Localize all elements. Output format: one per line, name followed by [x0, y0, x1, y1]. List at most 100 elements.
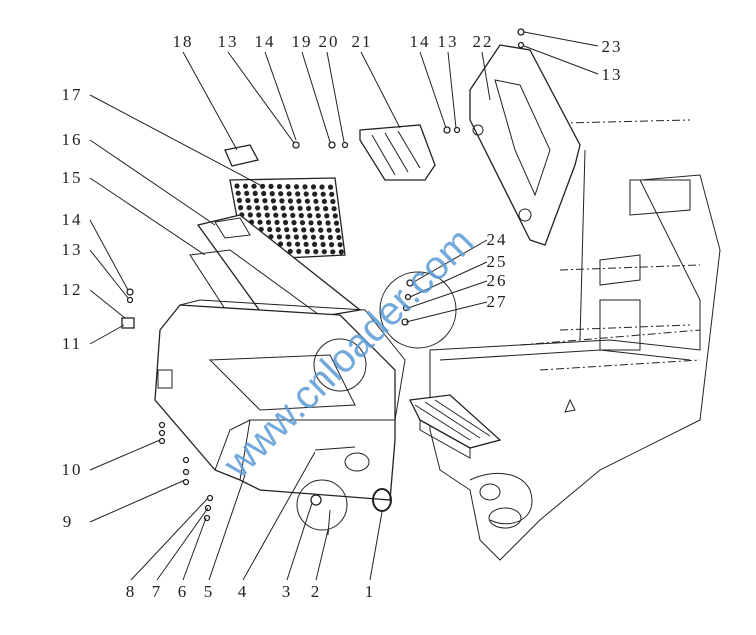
- callout-label: 14: [255, 32, 276, 51]
- callout-label: 20: [319, 32, 340, 51]
- callout-label: 18: [173, 32, 194, 51]
- callout-label: 6: [178, 582, 189, 601]
- perforation-hole: [295, 191, 301, 197]
- perforation-hole: [323, 206, 329, 212]
- callout-label: 8: [126, 582, 137, 601]
- perforation-hole: [264, 212, 270, 218]
- perforation-hole: [263, 205, 269, 211]
- perforation-hole: [262, 198, 268, 204]
- perforation-hole: [314, 205, 320, 212]
- perforation-hole: [313, 249, 319, 255]
- panel-18: [224, 144, 259, 167]
- callout-label: 10: [62, 460, 83, 479]
- callout-label: 19: [292, 32, 313, 51]
- callout-label: 21: [352, 32, 373, 51]
- perforation-hole: [320, 241, 326, 248]
- perforation-hole: [242, 183, 249, 189]
- perforation-hole: [265, 219, 272, 225]
- perforation-hole: [286, 241, 292, 247]
- perforation-hole: [253, 198, 259, 204]
- perforation-hole: [296, 198, 302, 204]
- perforation-hole: [238, 205, 244, 211]
- perforation-hole: [285, 234, 291, 240]
- callout-label: 26: [487, 271, 508, 290]
- perforation-hole: [338, 249, 344, 255]
- perforation-hole: [290, 212, 296, 218]
- callout-label: 25: [487, 252, 508, 271]
- perforation-hole: [319, 184, 325, 190]
- machine-frame: [429, 119, 721, 561]
- callout-label: 13: [62, 240, 83, 259]
- perforation-hole: [267, 226, 273, 233]
- perforation-hole: [270, 198, 276, 204]
- perforation-hole: [295, 241, 301, 247]
- perforation-hole: [235, 190, 241, 196]
- callout-label: 13: [438, 32, 459, 51]
- perforation-hole: [287, 198, 293, 204]
- perforation-hole: [330, 249, 336, 255]
- callout-label: 7: [152, 582, 163, 601]
- perforation-hole: [336, 234, 342, 241]
- perforation-hole: [279, 198, 285, 204]
- perforation-hole: [292, 227, 298, 233]
- callout-label: 2: [311, 582, 322, 601]
- callout-label: 4: [238, 582, 249, 601]
- callout-label: 5: [204, 582, 215, 601]
- perforation-hole: [330, 198, 336, 205]
- perforation-hole: [318, 227, 324, 233]
- perforation-hole: [280, 205, 286, 211]
- callout-label: 16: [62, 130, 83, 149]
- perforation-hole: [296, 248, 302, 254]
- perforation-hole: [273, 212, 279, 218]
- perforation-hole: [303, 191, 309, 197]
- perforation-hole: [324, 213, 330, 219]
- perforation-hole: [282, 219, 289, 226]
- detail-circle: [296, 479, 348, 531]
- callout-label: 9: [63, 512, 74, 531]
- callout-label: 13: [218, 32, 239, 51]
- perforation-hole: [298, 212, 304, 219]
- perforation-hole: [307, 213, 313, 219]
- leader-lines: [89, 31, 599, 581]
- perforation-hole: [281, 212, 287, 218]
- callout-label: 15: [62, 168, 83, 187]
- perforation-hole: [310, 184, 317, 190]
- perforation-hole: [312, 191, 318, 197]
- perforation-hole: [321, 198, 327, 204]
- perforation-hole: [315, 213, 321, 219]
- perforation-hole: [309, 227, 315, 233]
- perforation-hole: [332, 213, 338, 219]
- perforation-hole: [331, 206, 337, 212]
- perforation-hole: [329, 191, 335, 197]
- perforation-hole: [299, 220, 306, 226]
- callout-label: 14: [62, 210, 83, 229]
- handle: [469, 44, 581, 246]
- perforation-hole: [259, 183, 266, 189]
- detail-circle: [313, 338, 367, 392]
- perforation-hole: [286, 191, 292, 197]
- perforation-hole: [302, 234, 308, 240]
- perforation-hole: [320, 191, 326, 197]
- perforation-hole: [234, 183, 240, 189]
- perforation-hole: [316, 220, 323, 226]
- perforation-hole: [275, 227, 281, 233]
- perforation-hole: [287, 248, 293, 254]
- callout-label: 1: [365, 582, 376, 601]
- perforation-hole: [306, 205, 312, 211]
- perforation-hole: [276, 234, 282, 240]
- perforation-hole: [293, 234, 299, 240]
- callout-label: 23: [602, 37, 623, 56]
- perforation-hole: [335, 227, 341, 233]
- callout-label: 24: [487, 230, 508, 249]
- perforation-hole: [252, 190, 258, 196]
- perforation-hole: [293, 184, 300, 190]
- callout-label: 11: [62, 334, 82, 353]
- perforation-hole: [333, 220, 340, 226]
- perforation-hole: [312, 241, 318, 247]
- cab-cover-body: [154, 299, 406, 501]
- perforation-hole: [247, 212, 253, 218]
- perforation-hole: [285, 184, 291, 190]
- perforation-hole: [303, 241, 309, 247]
- perforation-hole: [327, 184, 334, 190]
